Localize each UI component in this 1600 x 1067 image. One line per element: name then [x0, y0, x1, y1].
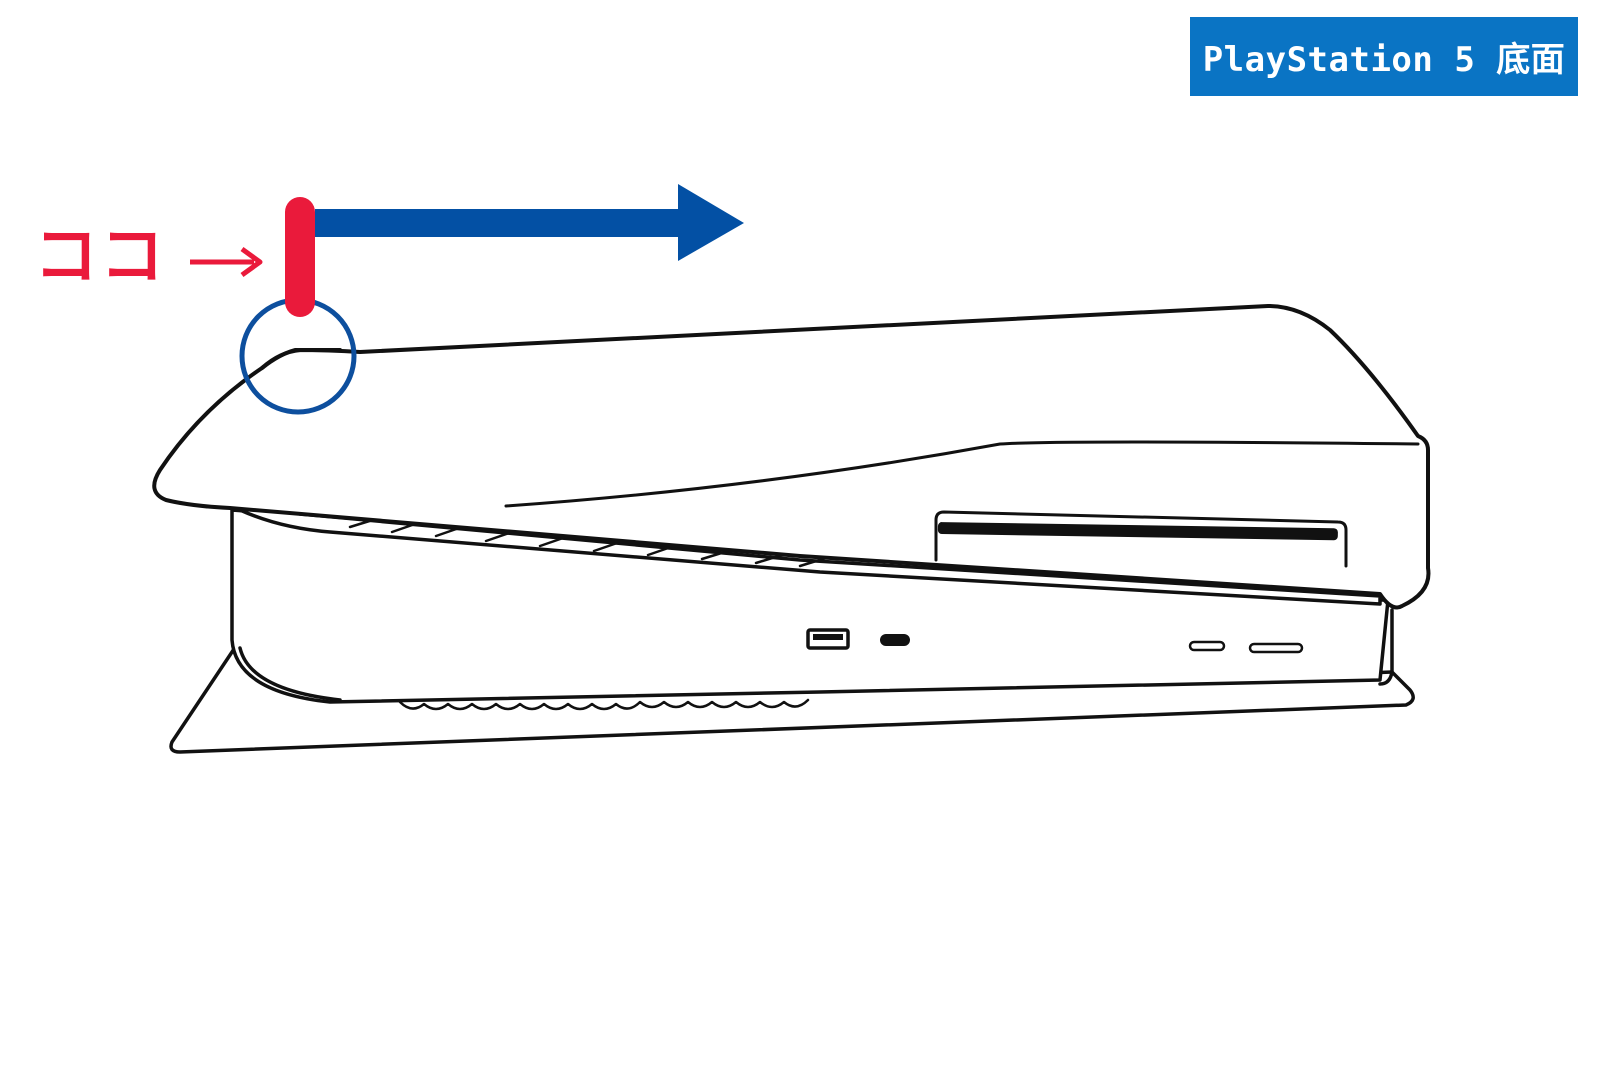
direction-arrow-icon: [315, 184, 744, 261]
title-text: PlayStation 5 底面: [1202, 40, 1566, 80]
usb-a-port-inner: [813, 634, 843, 640]
usb-c-port: [880, 634, 910, 646]
eject-button: [1188, 640, 1226, 652]
side-panel-right-edge: [1378, 608, 1394, 686]
disc-slot: [937, 522, 1338, 541]
top-vent-strip: [238, 508, 1382, 606]
console-body: [230, 508, 1390, 704]
title-badge: PlayStation 5 底面: [1190, 17, 1578, 96]
pointer-label: ココ: [34, 220, 166, 294]
small-red-arrow-icon: [190, 246, 263, 278]
disc-slot-frame: [934, 510, 1348, 568]
ps5-console-illustration: [152, 304, 1431, 754]
cover-hook-edge: [260, 348, 342, 370]
cover-curve-line: [504, 440, 1420, 508]
body-bottom-edge: [238, 646, 342, 702]
power-button: [1248, 642, 1304, 654]
bottom-vent-waves: [398, 698, 810, 711]
